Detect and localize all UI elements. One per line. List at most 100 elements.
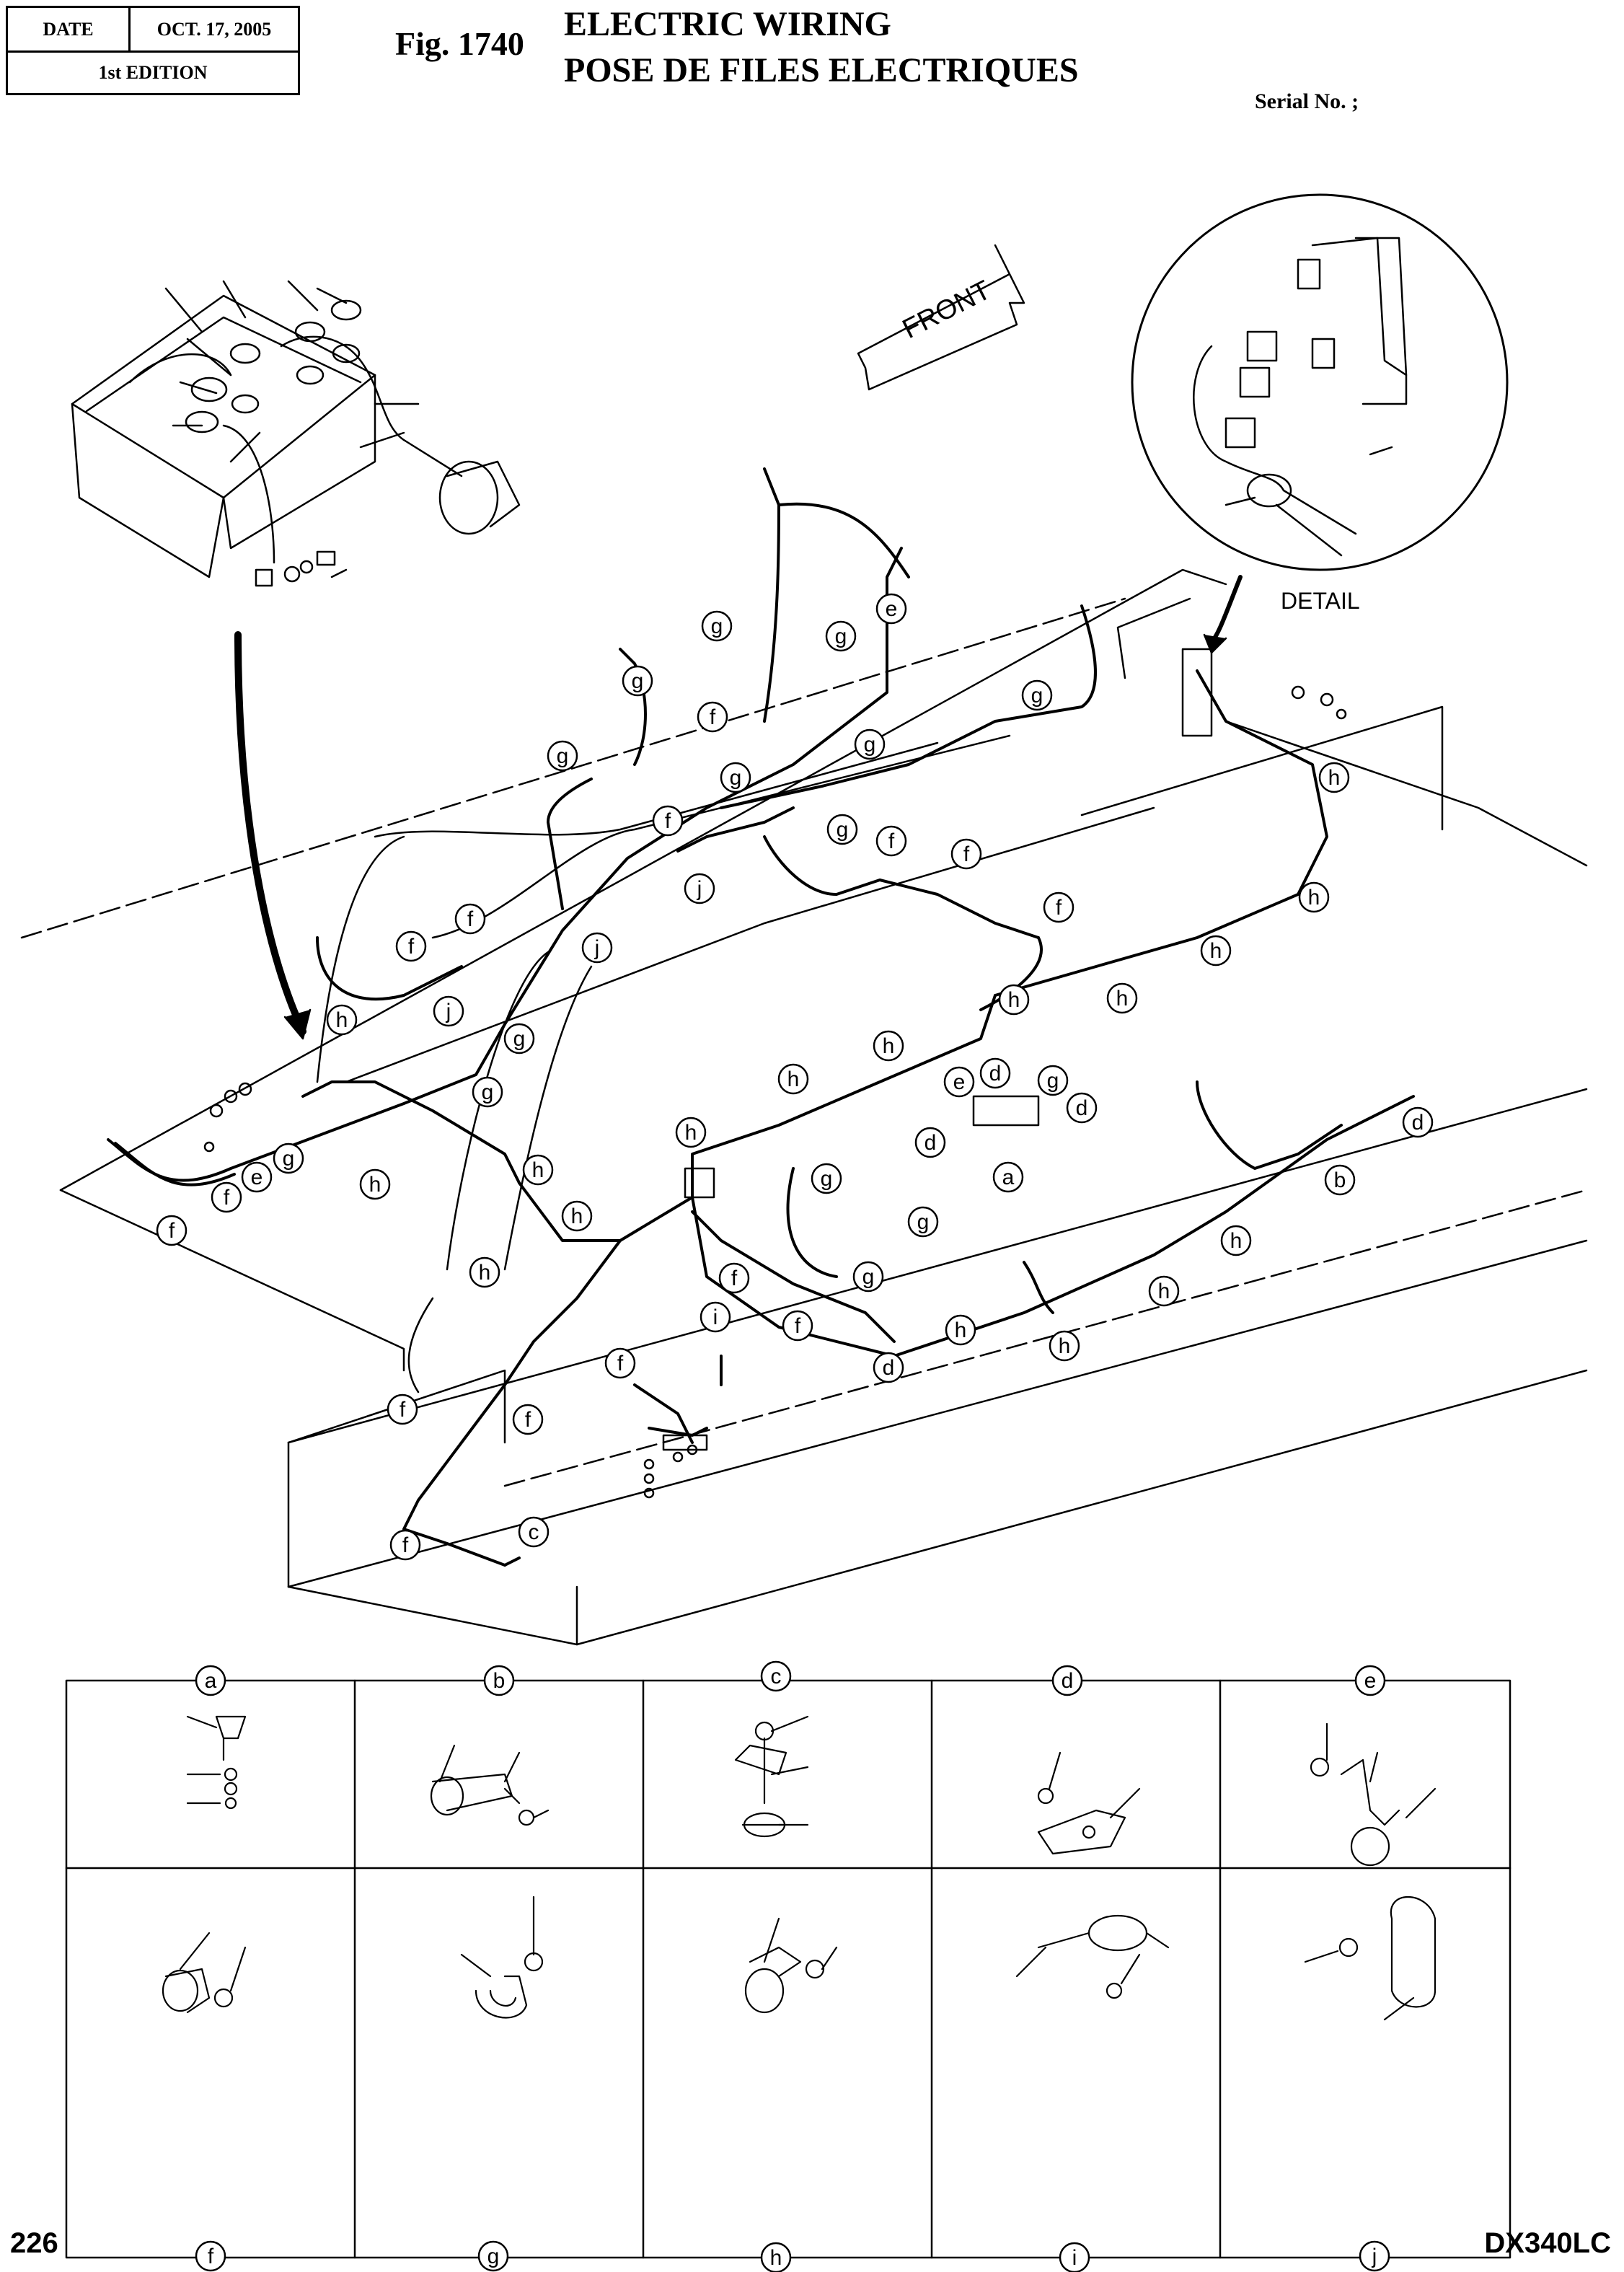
- svg-text:j: j: [594, 936, 600, 960]
- svg-text:h: h: [369, 1173, 381, 1197]
- callout-g: g: [472, 1076, 503, 1108]
- svg-text:d: d: [1076, 1096, 1088, 1120]
- svg-text:g: g: [917, 1210, 930, 1234]
- edition-label: 1st EDITION: [98, 62, 208, 83]
- svg-text:j: j: [697, 877, 702, 901]
- svg-text:d: d: [1062, 1669, 1074, 1693]
- detail-label: DETAIL: [1281, 588, 1360, 614]
- svg-text:f: f: [0, 0, 6, 5]
- svg-text:f: f: [665, 809, 671, 833]
- callouts: g g g g g g g g g g g g g g g f f f f f …: [0, 0, 1434, 2272]
- callout-a: a: [992, 1161, 1024, 1193]
- figure-number: Fig. 1740: [395, 25, 524, 62]
- svg-text:h: h: [532, 1158, 544, 1182]
- table-callout-d: d: [1051, 1665, 1083, 1696]
- callout-b: b: [1324, 1164, 1356, 1196]
- svg-text:h: h: [336, 1008, 348, 1032]
- svg-text:g: g: [711, 615, 723, 638]
- front-arrow: [857, 244, 1025, 391]
- svg-text:h: h: [770, 2246, 782, 2270]
- callout-h: h: [522, 1154, 554, 1186]
- callout-f: f: [875, 825, 907, 857]
- table-callout-c: c: [760, 1660, 792, 1692]
- table-callout-e: e: [1354, 1665, 1386, 1696]
- svg-text:h: h: [787, 1067, 800, 1091]
- parts-table: [65, 1679, 1512, 2259]
- callout-h: h: [359, 1168, 391, 1200]
- svg-text:g: g: [283, 1147, 295, 1171]
- svg-text:d: d: [1412, 1111, 1424, 1135]
- callout-f: f: [782, 1310, 813, 1342]
- callout-h: h: [1200, 935, 1232, 967]
- serial-number: Serial No. ;: [1255, 89, 1359, 113]
- svg-text:b: b: [493, 1669, 506, 1693]
- table-callout-b: b: [483, 1665, 515, 1696]
- svg-text:f: f: [224, 1186, 230, 1210]
- callout-f: f: [0, 0, 6, 5]
- callout-f: f: [718, 1262, 750, 1294]
- callout-d: d: [1402, 1106, 1434, 1138]
- callout-f: f: [211, 1181, 242, 1213]
- model-number: DX340LC: [1484, 2227, 1611, 2259]
- callout-g: g: [547, 740, 578, 772]
- date-label: DATE: [8, 8, 131, 53]
- svg-text:e: e: [886, 597, 898, 621]
- table-callout-f: f: [195, 2240, 226, 2272]
- callout-h: h: [326, 1004, 358, 1036]
- part-sketches: [162, 1715, 1437, 2021]
- svg-text:g: g: [487, 2245, 500, 2268]
- battery-leader-arrow: [234, 631, 306, 1035]
- table-callout-j: j: [1359, 2240, 1390, 2272]
- svg-text:h: h: [571, 1205, 583, 1228]
- svg-text:g: g: [862, 1265, 875, 1289]
- callout-g: g: [811, 1163, 842, 1194]
- callout-h: h: [1148, 1275, 1180, 1307]
- svg-text:f: f: [617, 1352, 624, 1375]
- svg-text:f: f: [467, 907, 474, 931]
- detail-circle: [1131, 193, 1509, 654]
- svg-text:j: j: [446, 1000, 451, 1023]
- callout-g: g: [273, 1142, 304, 1174]
- callout-e: e: [241, 1161, 273, 1193]
- callout-g: g: [907, 1206, 939, 1238]
- svg-text:h: h: [955, 1318, 967, 1342]
- callout-f: f: [1043, 891, 1074, 923]
- battery-box-illustration: [71, 280, 521, 587]
- callout-h: h: [873, 1030, 904, 1062]
- svg-text:g: g: [864, 733, 876, 757]
- callout-g: g: [622, 665, 653, 697]
- svg-text:h: h: [1008, 988, 1020, 1012]
- svg-text:a: a: [1002, 1166, 1015, 1189]
- svg-text:e: e: [1364, 1669, 1377, 1693]
- svg-text:g: g: [1031, 684, 1043, 708]
- svg-text:g: g: [835, 625, 847, 648]
- svg-text:f: f: [888, 829, 895, 853]
- svg-text:f: f: [525, 1408, 531, 1432]
- callout-f: f: [604, 1347, 636, 1379]
- callout-f: f: [512, 1404, 544, 1435]
- front-label: FRONT: [898, 275, 996, 345]
- callout-h: h: [1298, 881, 1330, 913]
- svg-text:h: h: [1059, 1334, 1071, 1358]
- page-number: 226: [10, 2227, 58, 2259]
- callout-e: e: [875, 593, 907, 625]
- callout-g: g: [825, 620, 857, 652]
- svg-text:e: e: [953, 1070, 966, 1094]
- callout-f: f: [156, 1215, 187, 1246]
- callout-d: d: [979, 1057, 1011, 1089]
- svg-text:h: h: [685, 1121, 697, 1145]
- callout-g: g: [852, 1261, 884, 1293]
- callout-g: g: [701, 610, 733, 642]
- svg-text:g: g: [513, 1027, 526, 1051]
- svg-text:g: g: [837, 818, 849, 842]
- callout-f: f: [389, 1529, 421, 1561]
- svg-text:f: f: [169, 1219, 175, 1243]
- callout-h: h: [998, 984, 1030, 1016]
- callout-h: h: [1318, 762, 1350, 793]
- svg-text:i: i: [713, 1305, 718, 1329]
- callout-g: g: [826, 814, 858, 845]
- svg-text:h: h: [1210, 939, 1222, 963]
- callout-i: i: [700, 1301, 731, 1333]
- callout-h: h: [1220, 1225, 1252, 1256]
